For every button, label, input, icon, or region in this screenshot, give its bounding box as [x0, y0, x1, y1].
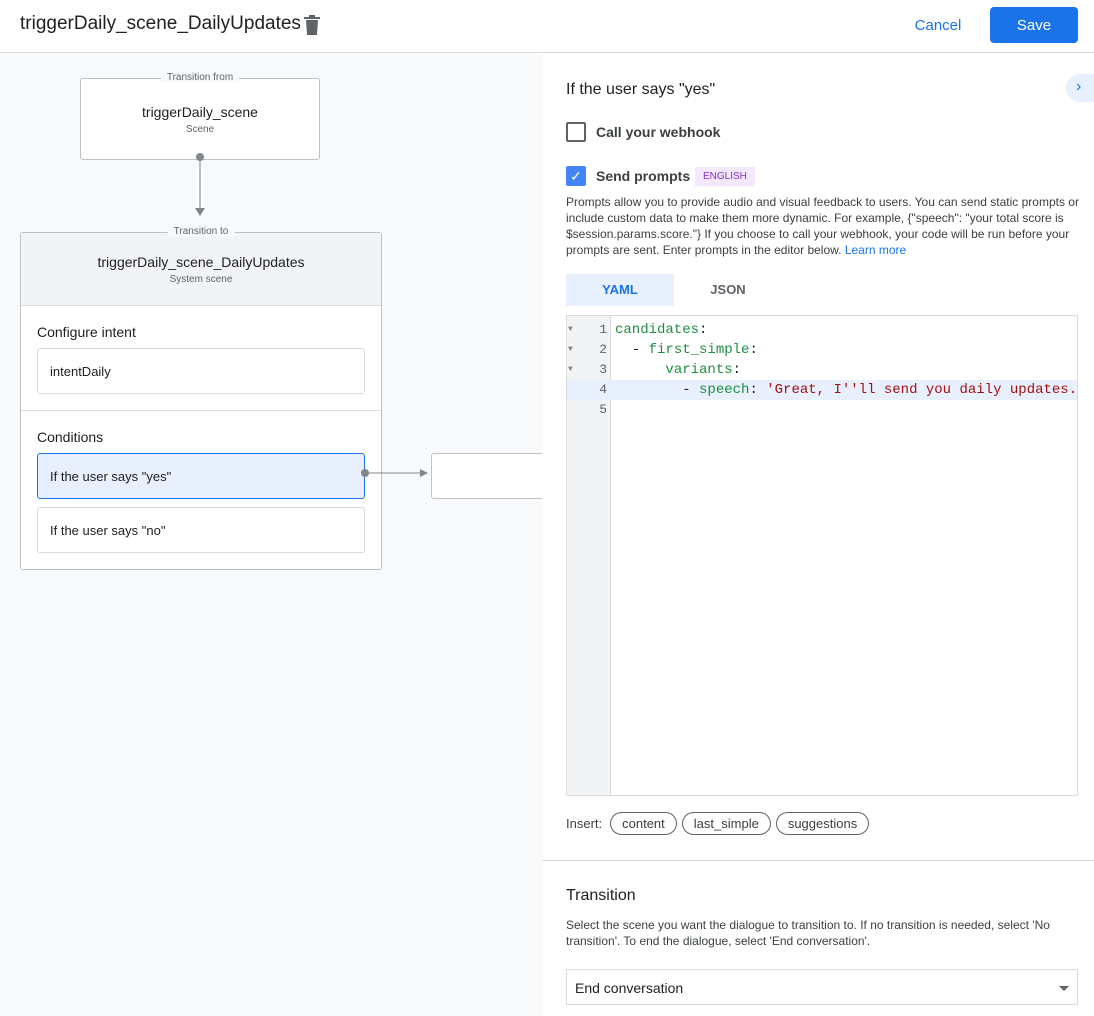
- fold-icon[interactable]: ▼: [568, 325, 573, 334]
- trash-icon[interactable]: [304, 15, 320, 35]
- insert-label: Insert:: [566, 816, 603, 831]
- to-scene-name: triggerDaily_scene_DailyUpdates: [97, 254, 305, 270]
- fold-icon[interactable]: ▼: [568, 365, 573, 374]
- webhook-checkbox[interactable]: [566, 122, 586, 142]
- transition-from-node[interactable]: Transition from triggerDaily_scene Scene: [80, 72, 320, 160]
- line-number: 3: [599, 362, 607, 377]
- prompts-description: Prompts allow you to provide audio and v…: [566, 195, 1079, 257]
- fold-icon[interactable]: ▼: [568, 345, 573, 354]
- page-title: triggerDaily_scene_DailyUpdates: [20, 13, 301, 34]
- connector-arrow: [195, 153, 205, 216]
- line-number: 5: [599, 402, 607, 417]
- code-punct: :: [749, 382, 767, 398]
- cancel-button[interactable]: Cancel: [904, 7, 972, 43]
- from-scene-name: triggerDaily_scene: [142, 104, 258, 120]
- condition-yes[interactable]: If the user says "yes": [37, 453, 365, 499]
- insert-chip-last-simple[interactable]: last_simple: [681, 812, 771, 835]
- tab-json[interactable]: JSON: [710, 282, 746, 297]
- code-key: variants: [665, 362, 733, 378]
- insert-chip-suggestions[interactable]: suggestions: [775, 812, 870, 835]
- language-badge: ENGLISH: [695, 167, 755, 186]
- code-key: first_simple: [648, 342, 750, 358]
- line-number: 4: [599, 382, 607, 397]
- code-line[interactable]: ▼ 1 candidates:: [567, 320, 1077, 340]
- code-line[interactable]: ▼ 2 - first_simple:: [567, 340, 1077, 360]
- code-punct: :: [699, 322, 708, 338]
- save-button[interactable]: Save: [990, 7, 1078, 43]
- target-node[interactable]: [431, 453, 542, 499]
- line-number: 1: [599, 322, 607, 337]
- collapse-panel-icon[interactable]: ›: [1066, 74, 1094, 102]
- transition-heading: Transition: [566, 887, 636, 904]
- to-scene-type: System scene: [169, 274, 233, 285]
- prompts-label: Send prompts: [596, 168, 691, 184]
- code-line[interactable]: 5: [567, 400, 1077, 420]
- transition-select-value: End conversation: [575, 980, 684, 996]
- condition-panel: › If the user says "yes" Call your webho…: [542, 54, 1094, 1016]
- learn-more-link[interactable]: Learn more: [844, 243, 907, 257]
- prompts-checkbox[interactable]: ✓: [566, 166, 586, 186]
- scene-canvas: Transition from triggerDaily_scene Scene…: [0, 54, 542, 1016]
- webhook-label: Call your webhook: [596, 124, 721, 140]
- panel-heading: If the user says "yes": [566, 81, 716, 98]
- code-punct: :: [749, 342, 758, 358]
- condition-no[interactable]: If the user says "no": [37, 507, 365, 553]
- insert-chip-content[interactable]: content: [610, 812, 677, 835]
- transition-from-label: Transition from: [160, 72, 240, 83]
- transition-to-node: Transition to triggerDaily_scene_DailyUp…: [20, 226, 382, 570]
- code-punct: :: [732, 362, 742, 378]
- tab-yaml[interactable]: YAML: [566, 274, 674, 306]
- from-scene-type: Scene: [185, 124, 215, 135]
- code-indent: -: [615, 382, 700, 398]
- code-indent: [615, 362, 665, 378]
- code-editor[interactable]: ▼ 1 candidates: ▼ 2 - first_simple: ▼ 3 varian…: [566, 315, 1078, 796]
- code-key: candidates: [615, 322, 700, 338]
- code-key: speech: [699, 382, 750, 398]
- code-value: 'Great, I''ll send you daily updates.: [766, 382, 1078, 398]
- code-indent: -: [615, 342, 649, 358]
- code-line[interactable]: 4 - speech: 'Great, I''ll send you daily…: [567, 380, 1077, 400]
- intent-item[interactable]: intentDaily: [37, 348, 365, 394]
- line-number: 2: [599, 342, 607, 357]
- transition-description: Select the scene you want the dialogue t…: [566, 918, 1050, 948]
- conditions-heading: Conditions: [37, 429, 104, 445]
- transition-select[interactable]: End conversation: [566, 969, 1078, 1005]
- header: triggerDaily_scene_DailyUpdates Cancel S…: [0, 0, 1094, 53]
- configure-intent-heading: Configure intent: [37, 324, 136, 340]
- code-line[interactable]: ▼ 3 variants:: [567, 360, 1077, 380]
- condition-connector: [361, 469, 428, 477]
- dropdown-arrow-icon: [1059, 986, 1069, 996]
- transition-to-label: Transition to: [167, 226, 235, 237]
